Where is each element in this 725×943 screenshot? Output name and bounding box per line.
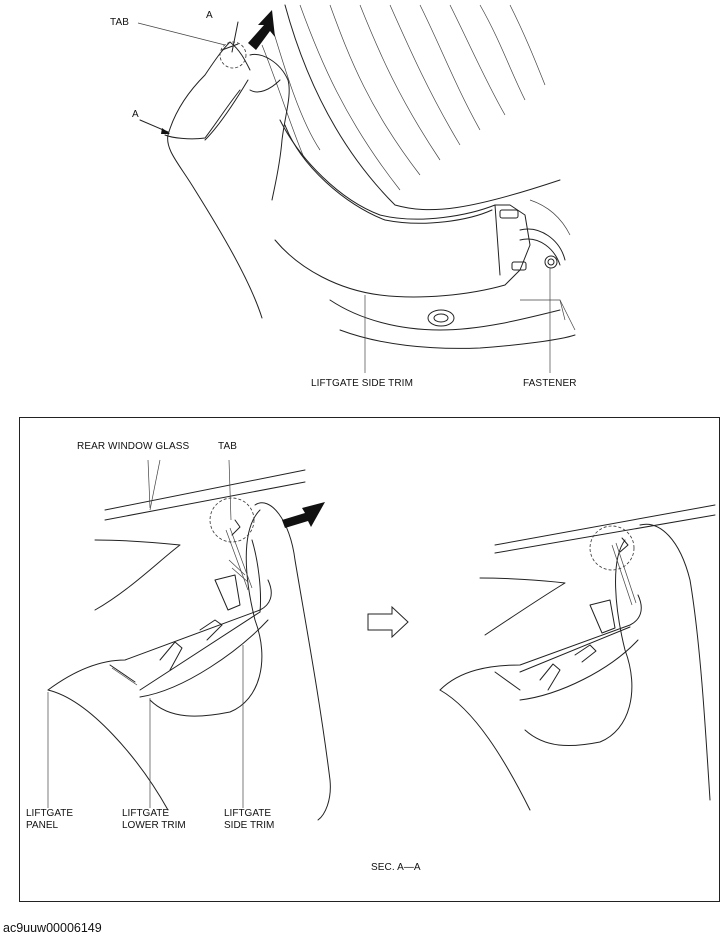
label-liftgate-lower-trim: LIFTGATE LOWER TRIM (122, 808, 186, 831)
leader-tab-section (228, 459, 232, 521)
push-arrow-icon (282, 502, 325, 528)
section-caption: SEC. A—A (371, 862, 421, 873)
section-line-a-top (231, 21, 239, 53)
label-section-a-top: A (206, 10, 213, 21)
label-liftgate-side-trim-top: LIFTGATE SIDE TRIM (311, 378, 413, 389)
label-fastener: FASTENER (523, 378, 577, 389)
hand-top (164, 41, 290, 319)
section-frame (19, 417, 720, 902)
rear-window-glass-top (261, 4, 561, 211)
tab-detail-circle-section (209, 497, 255, 543)
label-tab-section: TAB (218, 441, 238, 452)
label-rear-window-glass: REAR WINDOW GLASS (77, 441, 190, 452)
liftgate-side-trim-top (274, 119, 571, 298)
label-liftgate-side-trim-section: LIFTGATE SIDE TRIM (224, 808, 275, 831)
transition-arrow-icon (367, 605, 409, 639)
section-view-after (439, 504, 716, 811)
section-view-before (47, 459, 331, 821)
liftgate-lower-frame-top (329, 299, 576, 349)
label-liftgate-panel: LIFTGATE PANEL (26, 808, 74, 831)
figure-code: ac9uuw00006149 (3, 921, 102, 935)
tab-detail-circle-after (589, 525, 635, 571)
label-tab-top: TAB (110, 17, 130, 28)
top-illustration (137, 4, 576, 373)
leader-rear-window-glass (147, 459, 151, 509)
push-arrow-icon (248, 10, 275, 50)
leader-tab-top (137, 22, 226, 46)
label-section-a-lower: A (132, 109, 139, 120)
tab-detail-circle-top (219, 41, 247, 69)
